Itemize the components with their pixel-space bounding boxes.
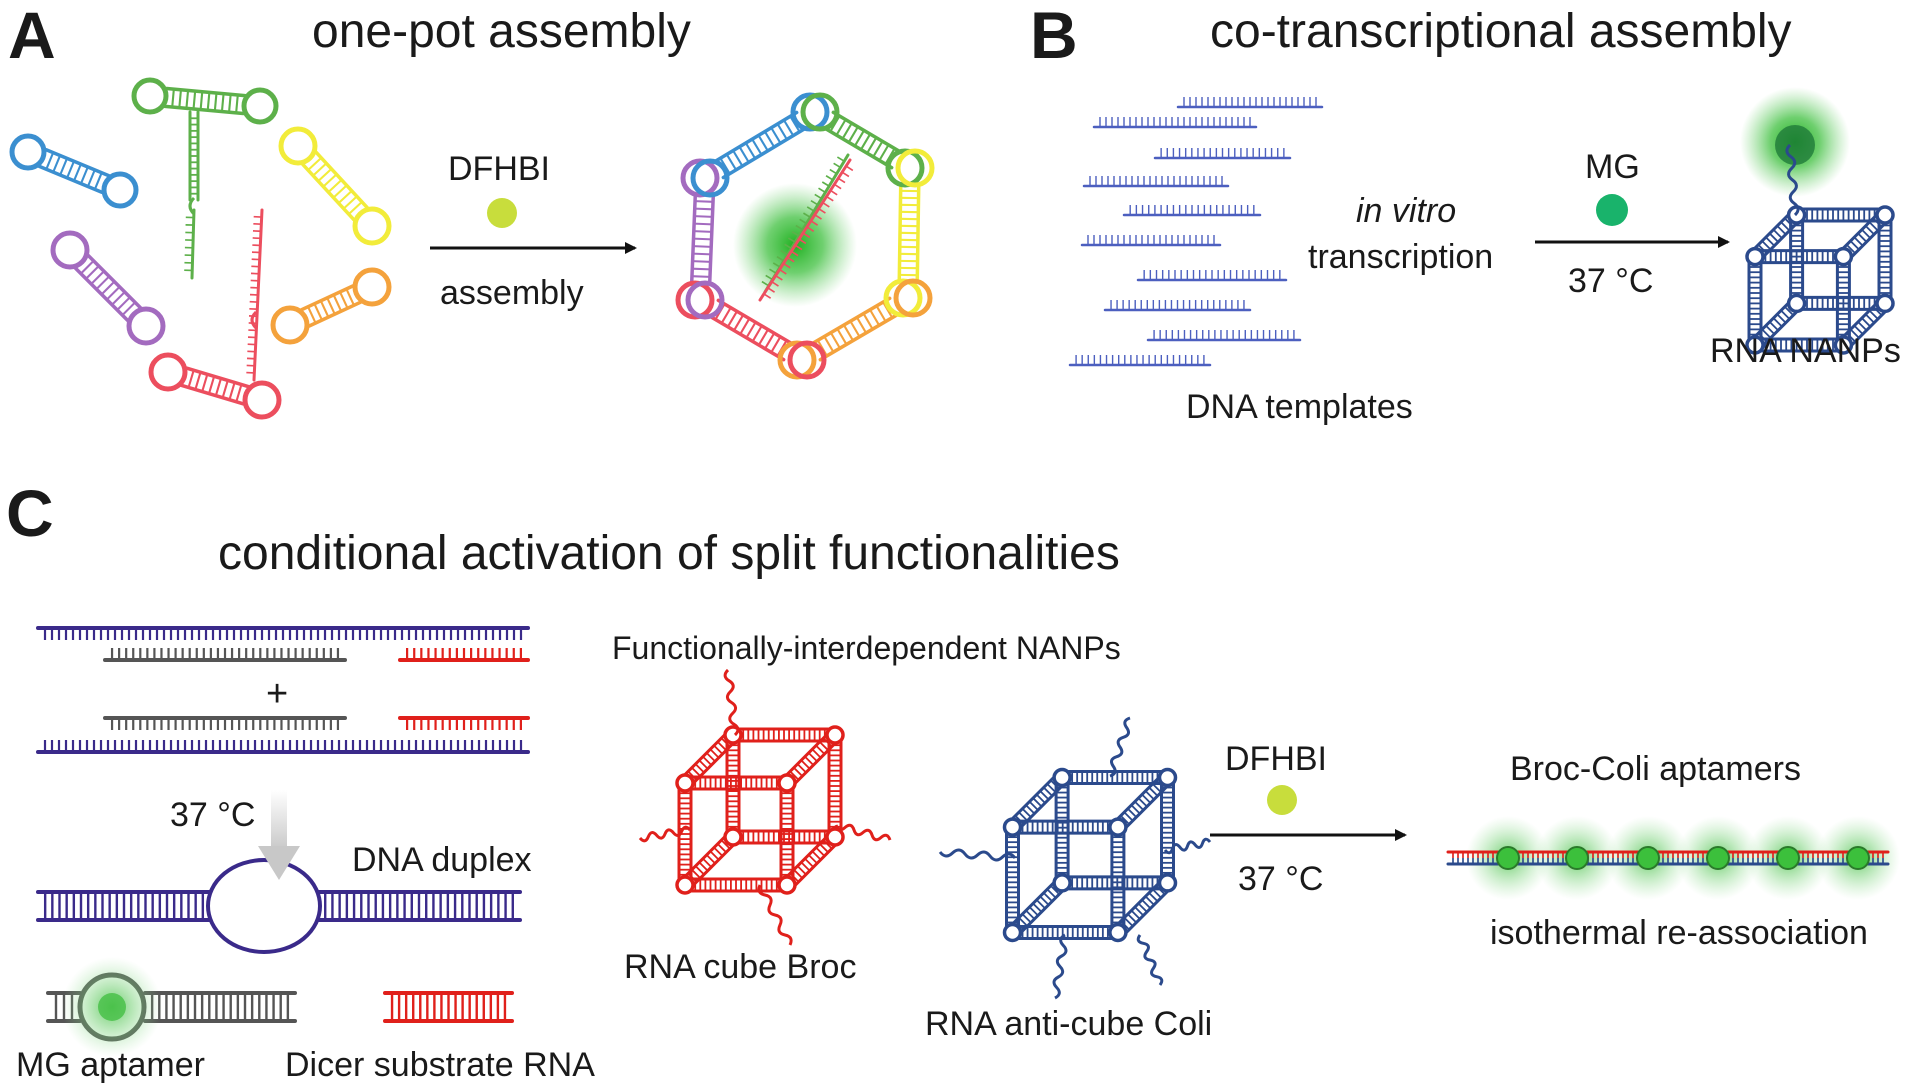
panel-c-reagent: DFHBI: [1225, 740, 1327, 778]
mg-dot: [1596, 194, 1628, 226]
rna-cube-broc: [638, 668, 892, 946]
rna-nanps-label: RNA NANPs: [1710, 332, 1901, 370]
plus-sign: +: [266, 673, 289, 715]
panel-c-temperature-left: 37 °C: [170, 796, 256, 834]
ivt-italic: in vitro: [1356, 192, 1457, 230]
rna-anticube-coli: [938, 716, 1212, 1000]
panel-letter-c: C: [6, 476, 54, 550]
grey-down-arrow: [258, 790, 300, 880]
dicer-substrate-label: Dicer substrate RNA: [285, 1046, 595, 1084]
ivt-label: transcription: [1308, 238, 1494, 276]
rna-cube-broc-label: RNA cube Broc: [624, 948, 857, 986]
isothermal-reassociation-label: isothermal re-association: [1490, 914, 1868, 952]
panel-b-temperature: 37 °C: [1568, 262, 1654, 300]
panel-letter-a: A: [8, 0, 56, 72]
mg-aptamer-glow: [62, 957, 162, 1057]
rna-anticube-coli-label: RNA anti-cube Coli: [925, 1005, 1213, 1043]
dfhbi-dot-a: [487, 198, 517, 228]
hexagon-assembly: [675, 92, 935, 380]
panel-a-monomers: [9, 77, 392, 420]
nanps-label: Functionally-interdependent NANPs: [612, 630, 1121, 666]
panel-a-reagent: DFHBI: [448, 150, 550, 188]
panel-c-temperature-right: 37 °C: [1238, 860, 1324, 898]
dna-templates-label: DNA templates: [1186, 388, 1413, 426]
dfhbi-dot-c: [1267, 785, 1297, 815]
rna-nanp-cube: [1740, 87, 1895, 355]
panel-b-reagent: MG: [1585, 148, 1640, 186]
panel-letter-b: B: [1030, 0, 1078, 72]
panel-a-title: one-pot assembly: [312, 5, 691, 58]
panel-c-title: conditional activation of split function…: [218, 527, 1120, 580]
panel-b-title: co-transcriptional assembly: [1210, 5, 1792, 58]
broc-coli-aptamer-chain: [1446, 816, 1900, 900]
panel-a-arrow-label: assembly: [440, 274, 584, 312]
broc-coli-aptamers-label: Broc-Coli aptamers: [1510, 750, 1801, 788]
mg-aptamer-label: MG aptamer: [16, 1046, 205, 1084]
dna-duplex-label: DNA duplex: [352, 841, 532, 879]
dna-templates: [1068, 97, 1324, 367]
